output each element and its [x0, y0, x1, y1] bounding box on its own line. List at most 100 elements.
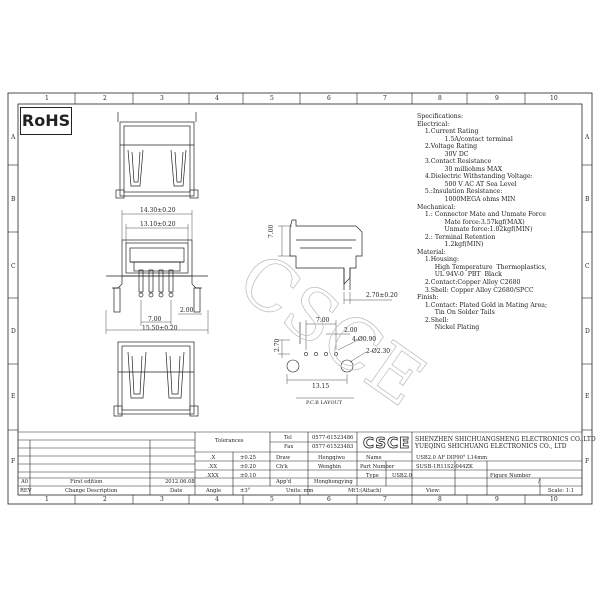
zone-col-1: 1: [45, 95, 49, 102]
svg-text:CSCE: CSCE: [224, 237, 440, 422]
spec-line: High Temperature Thermoplastics,: [417, 263, 547, 271]
zone-row-d: D: [11, 328, 16, 335]
tel-label: Tel: [284, 435, 292, 441]
fax-label: Fax: [284, 444, 294, 450]
tol-xx: .XX: [208, 464, 218, 470]
zone-row-f-right: F: [585, 458, 590, 465]
tol-x-value: ±0.25: [240, 455, 256, 461]
zone-row-b: B: [11, 196, 16, 203]
zone-col-6: 6: [327, 95, 331, 102]
fax-value: 0577-61523483: [312, 444, 354, 450]
zone-row-a: A: [11, 134, 16, 141]
zone-row-a-right: A: [585, 134, 590, 141]
spec-line: 1.Contact: Plated Gold in Mating Area;: [417, 301, 548, 309]
rev-header: REV: [20, 488, 32, 494]
name-label: Name: [366, 455, 382, 461]
company-names: SHENZHEN SHICHUANGSHENG ELECTRONICS CO.,…: [415, 436, 596, 450]
zone-col-2: 2: [103, 95, 107, 102]
zone-row-f: F: [11, 458, 16, 465]
dim-peg-span-pcb: 13.15: [312, 383, 330, 390]
spec-line: Mate force:3.57kgf(MAX): [417, 218, 525, 226]
zone-col-1-bottom: 1: [45, 496, 49, 503]
zone-col-5-bottom: 5: [270, 496, 274, 503]
angle-value: ±3°: [240, 488, 251, 494]
company-name-1: SHENZHEN SHICHUANGSHENG ELECTRONICS CO.,…: [415, 436, 596, 443]
spec-line: Specifications:: [417, 113, 464, 120]
spec-line: 3.Shell: Copper Alloy C2680/SPCC: [417, 286, 534, 294]
spec-line: Material:: [417, 248, 446, 256]
type-label: Type: [366, 473, 379, 479]
check-name: Wenghin: [318, 464, 341, 470]
zone-row-e-right: E: [585, 393, 590, 400]
change-description-header: Change Description: [65, 488, 118, 494]
zone-row-d-right: D: [585, 328, 590, 335]
spec-line: 2.Voltage Rating: [417, 143, 478, 151]
zone-col-9: 9: [495, 95, 499, 102]
spec-line: Tin On Solder Tails: [417, 309, 495, 317]
dim-peg-span: 15.50±0.20: [142, 325, 178, 332]
zone-col-5: 5: [270, 95, 274, 102]
tol-xxx: .XXX: [206, 473, 219, 479]
dim-pcb-span: 7.00: [316, 317, 330, 324]
zone-col-3-bottom: 3: [160, 496, 164, 503]
zone-col-4: 4: [215, 95, 219, 102]
spec-line: Finish:: [417, 294, 439, 302]
spec-line: Unmate force:1.02kgf(MIN): [417, 226, 533, 234]
spec-line: 1000MEGA ohms MIN: [417, 196, 516, 204]
product-name: USB2.0 AF DIP90° L14mm: [416, 455, 488, 461]
spec-line: 5.:Insulation Resistance:: [417, 188, 503, 196]
first-edition: First edition: [70, 479, 103, 485]
figure-number-slash: /: [538, 479, 540, 485]
zone-col-9-bottom: 9: [495, 496, 499, 503]
approve-name: Honghongying: [314, 479, 353, 485]
zone-col-8-bottom: 8: [438, 496, 442, 503]
spec-line: 1.Current Rating: [417, 128, 479, 136]
spec-line: 2.Shell:: [417, 316, 449, 324]
dim-pin-pitch: 2.00: [180, 307, 194, 314]
zone-row-c: C: [11, 263, 16, 270]
approve-label: App'd: [276, 479, 292, 485]
spec-line: 1.: Connector Mate and Unmate Force: [417, 211, 546, 219]
tol-xx-value: ±0.20: [240, 464, 256, 470]
spec-line: Electrical:: [417, 120, 450, 128]
spec-line: 3.Contact Resistance: [417, 158, 492, 166]
dim-pcb-pitch: 2.00: [344, 327, 358, 334]
spec-line: 4.Dielectric Withstanding Voltage:: [417, 173, 533, 181]
spec-line: 1.Housing:: [417, 256, 460, 264]
first-edition-date: 2012.06.08: [165, 479, 195, 485]
zone-row-c-right: C: [585, 263, 590, 270]
tel-value: 0577-61523486: [312, 435, 354, 441]
date-header: Date: [170, 488, 183, 494]
tol-xxx-value: ±0.10: [240, 473, 256, 479]
zone-col-10: 10: [550, 95, 558, 102]
spec-line: Mechanical:: [417, 203, 456, 211]
scale-label: Scale: 1:1: [548, 488, 575, 494]
specifications: Specifications: Electrical: 1.Current Ra…: [417, 113, 593, 332]
angle-label: Angle: [206, 488, 222, 494]
dim-peg-hole: 2-Ø2.30: [366, 348, 391, 355]
dim-pin-hole: 4-Ø0.90: [352, 336, 377, 343]
spec-line: Nickel Plating: [417, 324, 480, 332]
tol-x: .X: [210, 455, 216, 461]
spec-line: 1.5A/contact terminal: [417, 135, 513, 143]
spec-line: 500 V AC AT Sea Level: [417, 180, 517, 188]
company-logo: CSCE: [363, 434, 411, 453]
zone-col-2-bottom: 2: [103, 496, 107, 503]
zone-col-3: 3: [160, 95, 164, 102]
zone-col-7: 7: [383, 95, 387, 102]
draw-label: Draw: [276, 455, 291, 461]
spec-line: 30V DC: [417, 150, 469, 158]
zone-row-e: E: [11, 393, 16, 400]
figure-number-label: Figure Number: [490, 473, 531, 479]
spec-line: 2.: Terminal Retention: [417, 233, 496, 241]
pcb-layout-label: P.C.B LAYOUT: [306, 400, 343, 406]
check-label: Ch'k: [276, 464, 288, 470]
rohs-logo: RoHS: [20, 107, 72, 135]
type-value: USB2.0: [392, 473, 412, 479]
zone-col-4-bottom: 4: [215, 496, 219, 503]
dim-overall-width: 14.30±0.20: [140, 207, 176, 214]
revision-a0: A0: [21, 479, 29, 485]
spec-line: UL 94V-0 PBT Black: [417, 271, 502, 279]
